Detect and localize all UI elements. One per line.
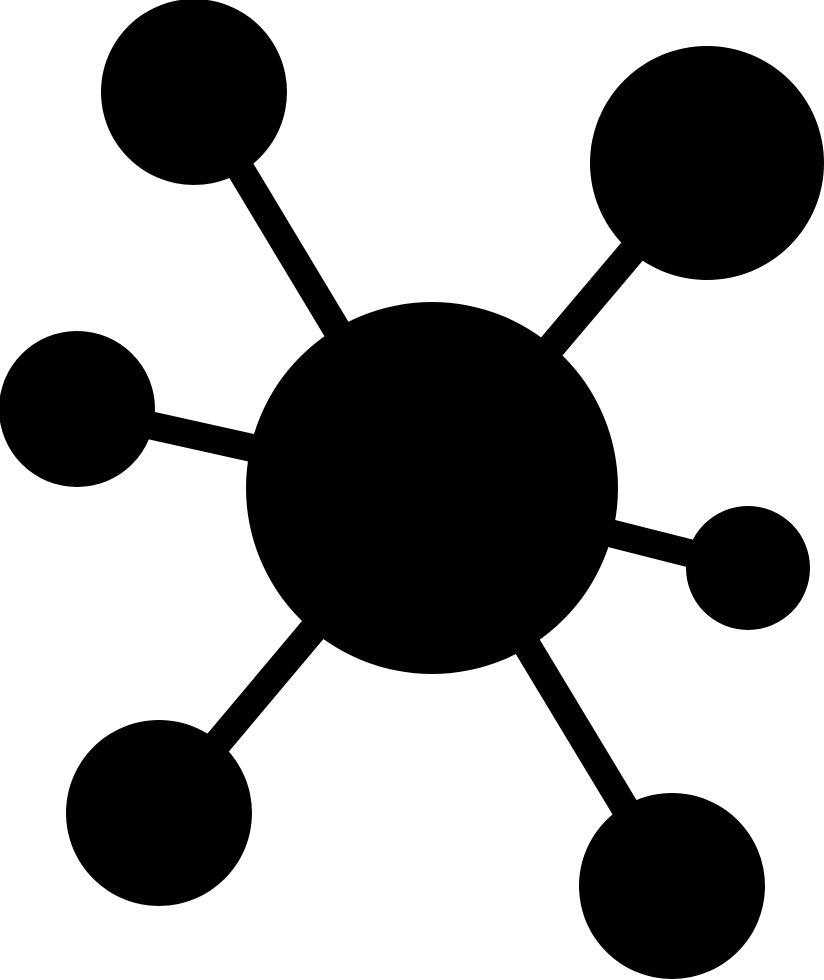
node-bottom-right — [579, 793, 765, 979]
node-top-left — [101, 0, 287, 185]
node-top-right — [590, 46, 824, 280]
node-right — [686, 506, 810, 630]
node-bottom-left — [66, 720, 252, 906]
hub-node — [246, 302, 618, 674]
node-left — [0, 331, 155, 487]
